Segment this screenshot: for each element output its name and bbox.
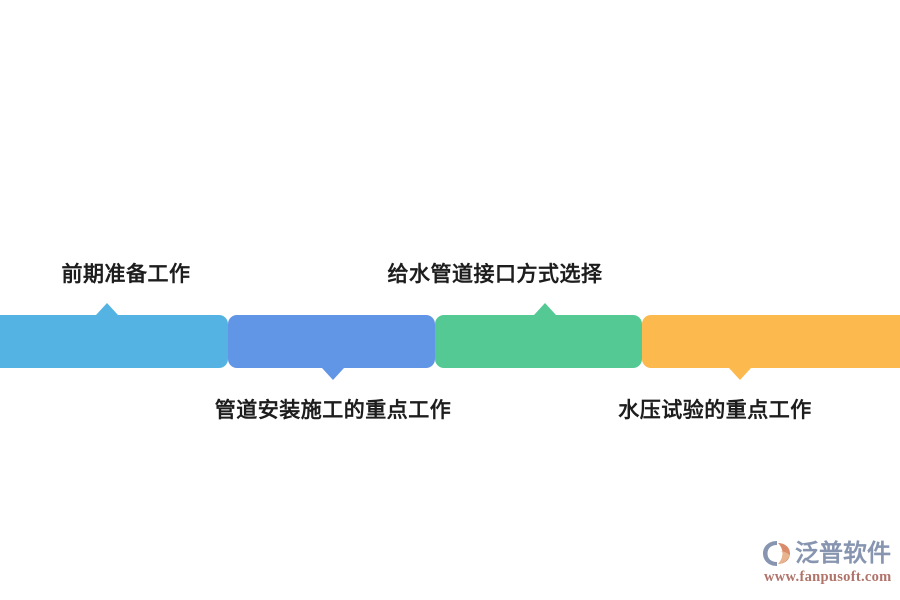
segment-pointer-2 <box>322 368 344 380</box>
bar-segment-4[interactable] <box>642 315 900 368</box>
logo-brand-name: 泛普软件 <box>795 539 891 567</box>
fanpusoft-logo-icon <box>763 540 790 566</box>
segment-label-1: 前期准备工作 <box>61 263 191 286</box>
segment-pointer-3 <box>534 303 556 315</box>
logo-url: www.fanpusoft.com <box>764 569 892 585</box>
segment-pointer-1 <box>96 303 118 315</box>
bar-segment-3[interactable] <box>435 315 642 368</box>
bar-segment-1[interactable] <box>0 315 228 368</box>
watermark-logo: 泛普软件 www.fanpusoft.com <box>762 538 894 586</box>
segment-pointer-4 <box>729 368 751 380</box>
process-bar <box>0 303 900 380</box>
segment-label-3: 给水管道接口方式选择 <box>387 263 603 286</box>
segment-label-4: 水压试验的重点工作 <box>618 399 812 422</box>
logo-row: 泛普软件 <box>762 538 891 568</box>
segment-label-2: 管道安装施工的重点工作 <box>214 399 452 422</box>
bar-segment-2[interactable] <box>228 315 435 368</box>
